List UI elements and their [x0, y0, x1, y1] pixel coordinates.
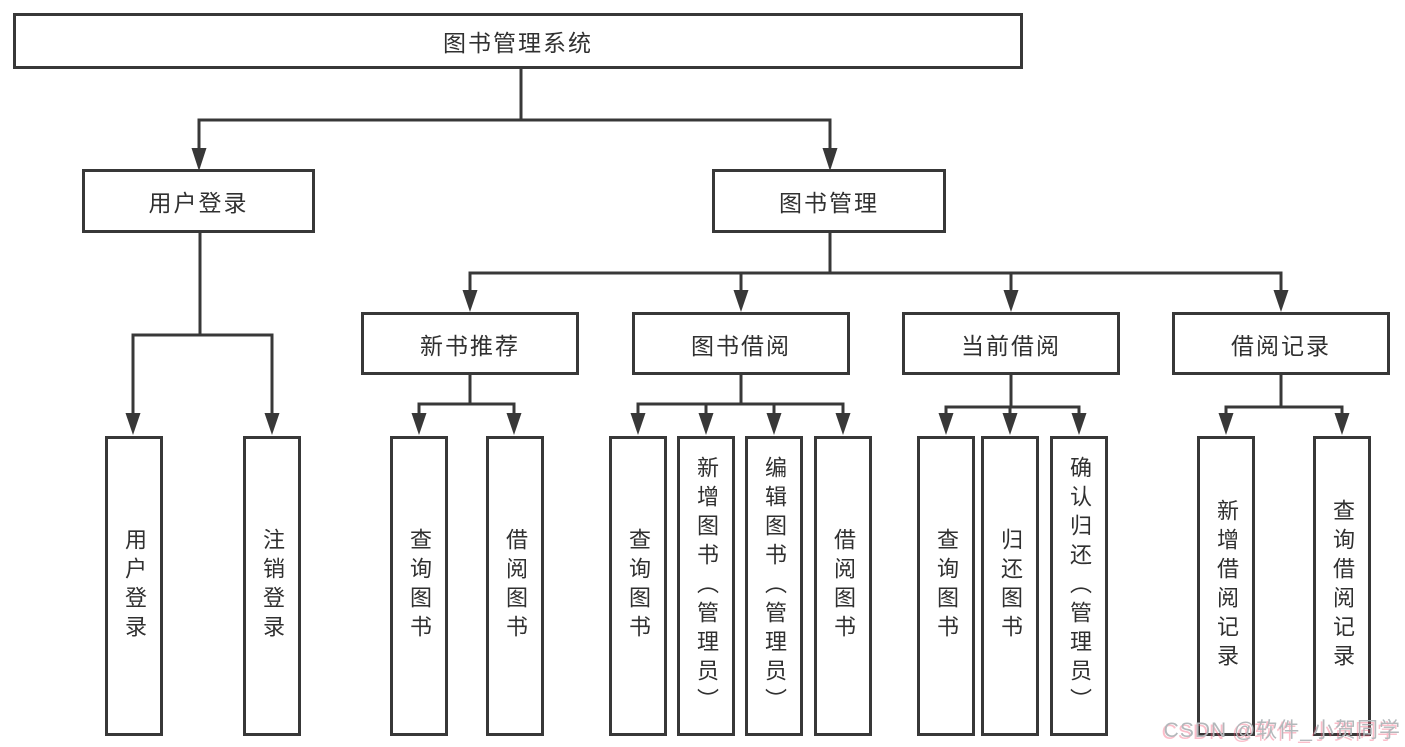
node-library-management-system: 图书管理系统	[13, 13, 1023, 69]
leaf-label: 借阅图书	[503, 528, 528, 644]
node-book-management: 图书管理	[712, 169, 946, 233]
leaf-label: 新增图书（管理员）	[694, 455, 719, 717]
leaf-add-borrow-record: 新增借阅记录	[1197, 436, 1255, 736]
leaf-borrow-books-borrowing: 借阅图书	[814, 436, 872, 736]
leaf-add-books-admin: 新增图书（管理员）	[677, 436, 735, 736]
leaf-query-books-recommend: 查询图书	[390, 436, 448, 736]
leaf-borrow-books-recommend: 借阅图书	[486, 436, 544, 736]
node-label: 用户登录	[148, 190, 249, 216]
leaf-label: 注销登录	[260, 528, 285, 644]
leaf-label: 借阅图书	[831, 528, 856, 644]
leaf-label: 查询图书	[626, 528, 651, 644]
leaf-label: 查询借阅记录	[1330, 499, 1355, 673]
leaf-query-books-borrowing: 查询图书	[609, 436, 667, 736]
leaf-edit-books-admin: 编辑图书（管理员）	[745, 436, 803, 736]
node-label: 新书推荐	[420, 332, 520, 359]
leaf-label: 用户登录	[122, 528, 147, 644]
leaf-confirm-return-admin: 确认归还（管理员）	[1050, 436, 1108, 736]
leaf-return-books: 归还图书	[981, 436, 1039, 736]
leaf-label: 新增借阅记录	[1214, 499, 1239, 673]
csdn-watermark: CSDN @软件_小贺同学	[1163, 719, 1401, 742]
leaf-label: 查询图书	[407, 528, 432, 644]
leaf-user-login: 用户登录	[105, 436, 163, 736]
node-label: 借阅记录	[1231, 332, 1331, 359]
leaf-label: 归还图书	[998, 528, 1023, 644]
node-label: 图书管理系统	[443, 30, 593, 56]
leaf-query-books-current: 查询图书	[917, 436, 975, 736]
leaf-label: 确认归还（管理员）	[1067, 455, 1092, 717]
node-label: 当前借阅	[961, 332, 1061, 359]
leaf-query-borrow-record: 查询借阅记录	[1313, 436, 1371, 736]
node-label: 图书借阅	[691, 332, 791, 359]
node-label: 图书管理	[779, 190, 879, 216]
leaf-label: 查询图书	[934, 528, 959, 644]
node-current-borrowing: 当前借阅	[902, 312, 1120, 375]
node-user-login: 用户登录	[82, 169, 315, 233]
node-book-borrowing: 图书借阅	[632, 312, 850, 375]
leaf-logout: 注销登录	[243, 436, 301, 736]
leaf-label: 编辑图书（管理员）	[762, 455, 787, 717]
node-new-book-recommendation: 新书推荐	[361, 312, 579, 375]
node-borrowing-records: 借阅记录	[1172, 312, 1390, 375]
